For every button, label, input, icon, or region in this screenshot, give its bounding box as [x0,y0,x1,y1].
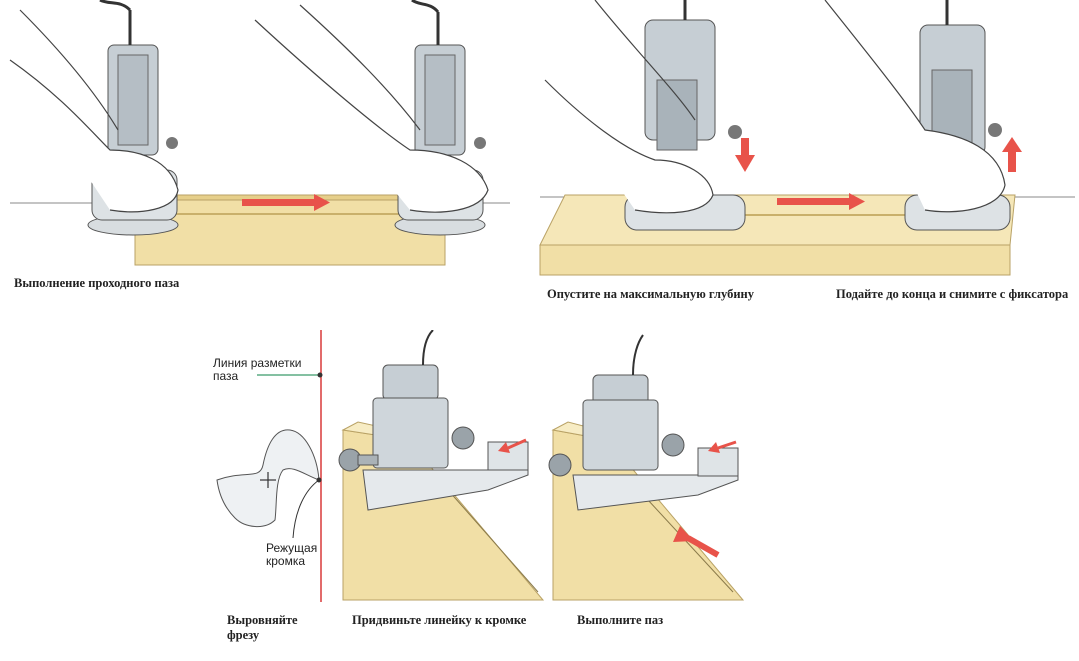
caption-slide-fence: Придвиньте линейку к кромке [352,613,527,627]
caption-cut-groove: Выполните паз [577,613,664,627]
caption-through-groove: Выполнение проходного паза [14,276,180,290]
label-marking-line-2: паза [213,369,239,383]
feed-direction-arrow [242,194,330,211]
label-marking-line-1: Линия разметки [213,356,302,370]
release-up-arrow [1002,137,1022,172]
caption-align-cutter-2: фрезу [227,628,260,642]
through-groove-illustration [0,0,520,280]
caption-plunge-max: Опустите на максимальную глубину [547,287,754,301]
cut-groove-illustration [548,330,748,610]
label-cutting-edge: Режущая кромка [266,542,317,568]
label-cutting-edge-2: кромка [266,554,306,568]
router-cutting [548,334,739,511]
slide-fence-illustration [338,330,548,610]
caption-feed-release: Подайте до конца и снимите с фиксатора [836,287,1069,301]
feed-direction-arrow [777,193,865,210]
plunge-down-arrow [735,138,755,172]
label-marking-line: Линия разметки паза [213,357,301,383]
caption-align-cutter-1: Выровняйте [227,613,298,627]
fence-push-arrow [708,440,737,453]
cut-direction-arrow [673,526,720,558]
fence-push-arrow [498,438,527,453]
cutter-alignment-diagram [205,330,335,610]
router-with-fence [338,330,529,511]
label-cutting-edge-1: Режущая [266,541,318,555]
caption-align-cutter: Выровняйте фрезу [227,613,298,643]
plunge-feed-illustration [535,0,1079,285]
